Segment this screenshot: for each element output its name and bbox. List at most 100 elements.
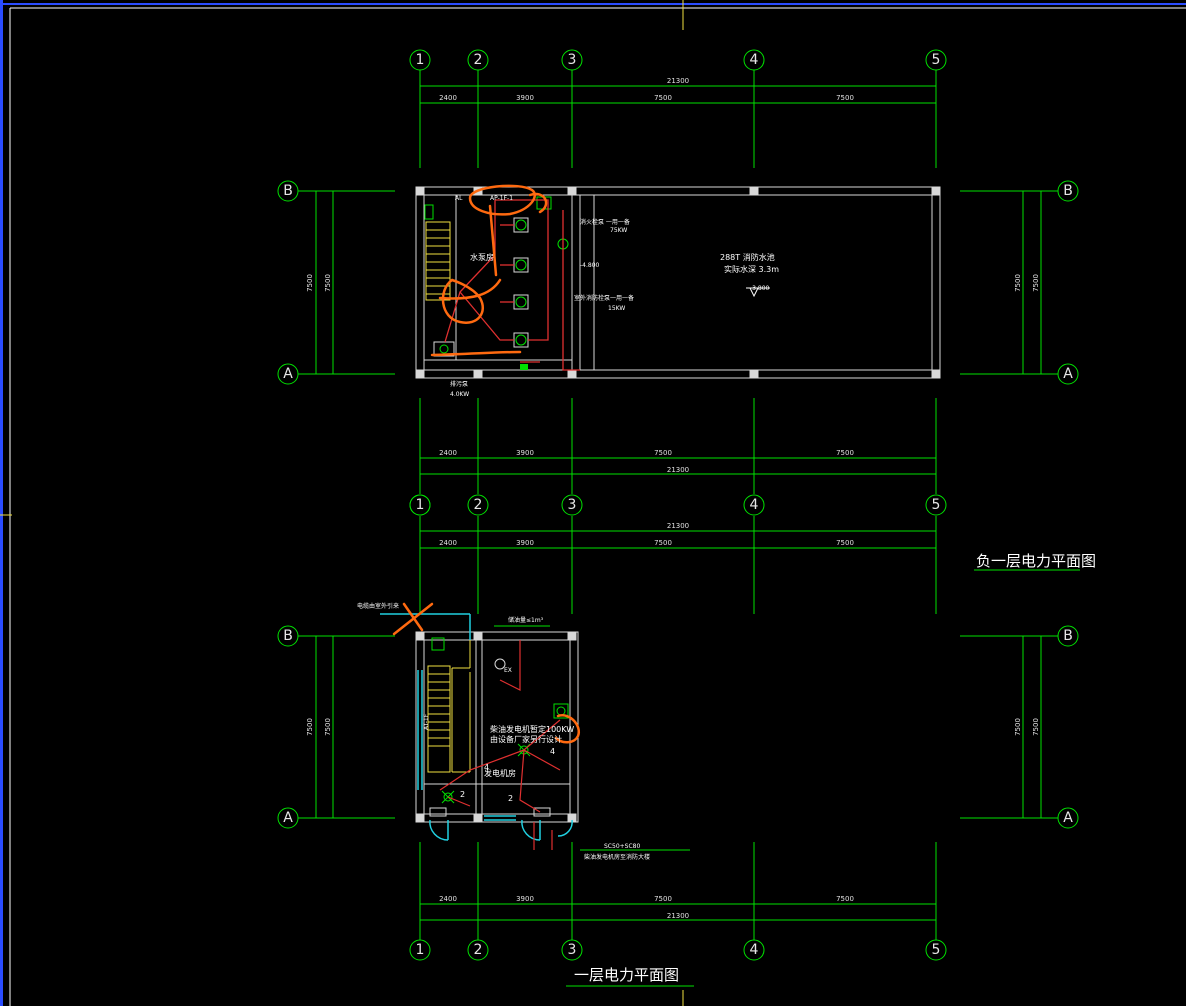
circuit-label: 2 xyxy=(508,794,513,803)
sump-pump-kw: 4.0KW xyxy=(450,391,469,398)
ex-label: EX xyxy=(504,667,512,674)
dim-side: 7500 xyxy=(1014,718,1022,736)
axis-label: 5 xyxy=(932,52,941,68)
dim-seg: 7500 xyxy=(836,449,854,457)
dim-side: 7500 xyxy=(306,718,314,736)
axis-label: 3 xyxy=(568,497,577,513)
axis-label: 1 xyxy=(416,52,425,68)
wiring-basement xyxy=(444,199,580,371)
dim-total: 21300 xyxy=(667,522,689,530)
axis-label: A xyxy=(283,810,293,826)
walls-basement xyxy=(415,186,941,379)
generator-note-2: 由设备厂家另行设计 xyxy=(490,734,562,744)
panel-note: AT-1F xyxy=(423,713,430,730)
axis-bubbles-side-basement: B A B A xyxy=(277,180,1079,385)
stairs-first-floor xyxy=(427,640,471,773)
dim-side: 7500 xyxy=(324,274,332,292)
oil-note: 储油量≤1m³ xyxy=(508,616,544,624)
dim-seg: 2400 xyxy=(439,539,457,547)
markup-basement xyxy=(430,184,548,357)
dim-seg: 7500 xyxy=(836,895,854,903)
pool-label-2: 实际水深 3.3m xyxy=(724,264,779,274)
panel-ap-label: AP-1F-1 xyxy=(490,195,513,202)
axis-label: 2 xyxy=(474,942,483,958)
dim-side: 7500 xyxy=(306,274,314,292)
axis-label: A xyxy=(1063,810,1073,826)
axis-label: A xyxy=(1063,366,1073,382)
circuit-label: 2 xyxy=(460,790,465,799)
plan-title-first-floor: 一层电力平面图 xyxy=(574,966,679,984)
axis-label: 4 xyxy=(750,942,759,958)
pump-label-1: 消火栓泵 一用一备 xyxy=(580,218,630,226)
plan-first-floor: 1 2 3 4 5 B A B A 21300 2400 3900 7500 7… xyxy=(277,494,1079,987)
dim-seg: 2400 xyxy=(439,449,457,457)
axis-label: 1 xyxy=(416,497,425,513)
axis-label: 5 xyxy=(932,497,941,513)
dim-seg: 7500 xyxy=(654,539,672,547)
axis-label: B xyxy=(1063,628,1073,644)
labels-basement: 水泵房 288T 消防水池 实际水深 3.3m -3.800 -4.800 消火… xyxy=(450,195,779,398)
pump-label-2: 室外消防栓泵一用一备 xyxy=(574,294,634,302)
axis-label: A xyxy=(283,366,293,382)
pump-room-label: 水泵房 xyxy=(470,252,494,262)
axis-label: 1 xyxy=(416,942,425,958)
panel-a-label: AL xyxy=(455,195,463,202)
axis-label: 3 xyxy=(568,942,577,958)
axis-bubbles-side-first-floor: B A B A xyxy=(277,625,1079,829)
markup-first-floor xyxy=(392,602,581,744)
generator-room-label: 发电机房 xyxy=(484,768,516,778)
axis-label: 5 xyxy=(932,942,941,958)
grid-lines-basement xyxy=(298,70,1058,494)
dim-total: 21300 xyxy=(667,466,689,474)
grid-lines-first-floor xyxy=(298,516,1058,940)
axis-label: 4 xyxy=(750,52,759,68)
dim-seg: 2400 xyxy=(439,895,457,903)
dim-total: 21300 xyxy=(667,77,689,85)
feeder-note: 柴油发电机房至消防大楼 xyxy=(584,853,650,861)
dim-seg: 7500 xyxy=(836,539,854,547)
wiring-first-floor xyxy=(439,640,561,850)
dim-total: 21300 xyxy=(667,912,689,920)
dim-seg: 3900 xyxy=(516,449,534,457)
dim-seg: 7500 xyxy=(654,94,672,102)
dim-seg: 7500 xyxy=(654,895,672,903)
incoming-note: 电缆由室外引来 xyxy=(357,602,399,610)
stairs-basement xyxy=(425,221,451,301)
plan-basement: 1 2 3 4 5 1 2 3 4 5 B A B A xyxy=(277,49,1096,571)
circuit-label: 4 xyxy=(550,747,555,756)
axis-bubbles-top-basement: 1 2 3 4 5 xyxy=(409,49,947,71)
pump-level: -4.800 xyxy=(580,262,600,269)
axis-label: B xyxy=(1063,183,1073,199)
labels-first-floor: 发电机房 储油量≤1m³ 柴油发电机暂定100KW 由设备厂家另行设计 SC50… xyxy=(357,602,690,861)
dim-seg: 3900 xyxy=(516,539,534,547)
dim-side: 7500 xyxy=(324,718,332,736)
plan-title-basement: 负一层电力平面图 xyxy=(976,552,1096,570)
axis-label: B xyxy=(283,628,293,644)
axis-bubbles-bottom-basement: 1 2 3 4 5 xyxy=(409,494,947,516)
generator-note-1: 柴油发电机暂定100KW xyxy=(490,724,574,734)
pump-label-2-kw: 15KW xyxy=(608,305,625,312)
axis-label: B xyxy=(283,183,293,199)
doors-first-floor xyxy=(380,613,573,841)
sump-pump-label: 排污泵 xyxy=(450,380,468,388)
dim-side: 7500 xyxy=(1032,274,1040,292)
dim-seg: 2400 xyxy=(439,94,457,102)
dim-side: 7500 xyxy=(1032,718,1040,736)
axis-label: 4 xyxy=(750,497,759,513)
pool-label-1: 288T 消防水池 xyxy=(720,252,775,262)
circuit-label: 4 xyxy=(484,763,489,772)
dim-side: 7500 xyxy=(1014,274,1022,292)
axis-label: 2 xyxy=(474,52,483,68)
dim-seg: 3900 xyxy=(516,94,534,102)
axis-bubbles-top-first-floor: 1 2 3 4 5 xyxy=(409,494,947,961)
axis-label: 2 xyxy=(474,497,483,513)
dimensions-first-floor: 21300 2400 3900 7500 7500 2400 3900 7500… xyxy=(306,522,1040,920)
dim-seg: 7500 xyxy=(836,94,854,102)
dimensions-basement: 21300 2400 3900 7500 7500 2400 3900 7500… xyxy=(306,77,1040,474)
dim-seg: 3900 xyxy=(516,895,534,903)
feeder-label: SC50+SC80 xyxy=(604,843,640,850)
pump-label-1-kw: 75KW xyxy=(610,227,627,234)
dim-seg: 7500 xyxy=(654,449,672,457)
